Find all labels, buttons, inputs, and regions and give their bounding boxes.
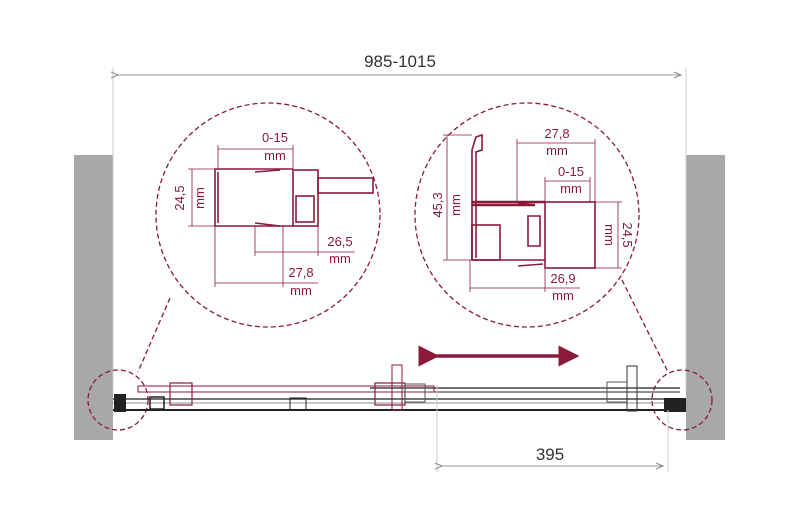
right-width-top-value: 27,8 — [544, 126, 569, 141]
right-gap-unit: mm — [560, 181, 582, 196]
opening-dimension: 395 — [437, 385, 669, 472]
left-height-value: 24,5 — [172, 185, 187, 210]
opening-width-label: 395 — [536, 445, 564, 464]
left-callout-circle — [87, 369, 149, 431]
left-wall — [74, 155, 113, 440]
left-gap-unit: mm — [264, 148, 286, 163]
left-depth-inner-value: 26,5 — [327, 234, 352, 249]
right-height-box-unit: mm — [602, 224, 617, 246]
overall-dimension: 985-1015 — [113, 52, 687, 390]
left-depth-outer-value: 27,8 — [288, 265, 313, 280]
overall-width-label: 985-1015 — [364, 52, 436, 71]
right-height-profile-value: 45,3 — [430, 192, 445, 217]
right-depth-value: 26,9 — [550, 271, 575, 286]
right-profile-detail: 27,8 mm 0-15 mm 45,3 mm 24,5 mm 26,9 mm — [414, 102, 669, 373]
right-callout-circle — [651, 369, 713, 431]
left-depth-outer-unit: mm — [290, 283, 312, 298]
right-height-profile-unit: mm — [448, 194, 463, 216]
right-wall — [686, 155, 725, 440]
right-gap-value: 0-15 — [558, 164, 584, 179]
right-height-box-value: 24,5 — [620, 222, 635, 247]
left-gap-value: 0-15 — [262, 130, 288, 145]
left-height-unit: mm — [192, 187, 207, 209]
left-depth-inner-unit: mm — [329, 251, 351, 266]
right-depth-unit: mm — [552, 288, 574, 303]
right-width-top-unit: mm — [546, 143, 568, 158]
door-plan-view — [113, 364, 686, 412]
left-profile-detail: 0-15 mm 24,5 mm 26,5 mm 27,8 mm — [137, 102, 381, 373]
